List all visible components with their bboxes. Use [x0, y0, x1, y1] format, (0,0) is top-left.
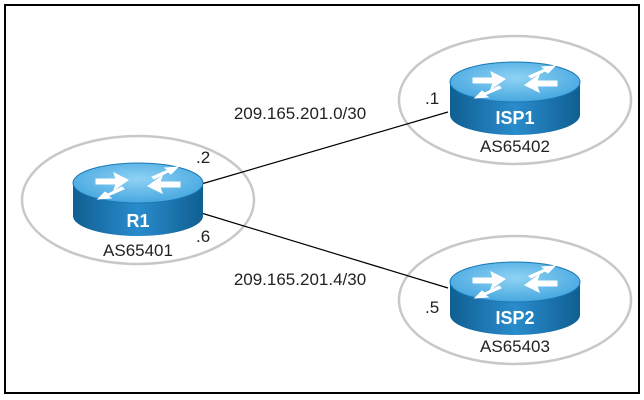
subnet-label-link2: 209.165.201.4/30 — [234, 270, 366, 289]
as-label-isp2: AS65403 — [480, 337, 550, 356]
as-boundary-isp2 — [397, 234, 633, 366]
router-icon-r1[interactable]: R1 — [72, 162, 204, 237]
host-label-r1-link2: .6 — [196, 227, 210, 246]
as-label-isp1: AS65402 — [480, 137, 550, 156]
host-label-r1-link1: .2 — [196, 148, 210, 167]
router-label-r1: R1 — [126, 211, 149, 231]
as-label-r1: AS65401 — [103, 241, 173, 260]
subnet-label-link1: 209.165.201.0/30 — [234, 104, 366, 123]
router-label-isp2: ISP2 — [495, 308, 534, 328]
router-label-isp1: ISP1 — [495, 108, 534, 128]
link-r1-isp1 — [197, 111, 449, 186]
host-label-isp2: .5 — [425, 298, 439, 317]
as-boundary-r1 — [20, 134, 256, 266]
router-icon-isp2[interactable]: ISP2 — [449, 261, 581, 336]
diagram-frame — [4, 4, 640, 394]
as-boundary-isp1 — [397, 34, 633, 166]
link-r1-isp2 — [197, 211, 449, 289]
router-icon-isp1[interactable]: ISP1 — [449, 61, 581, 136]
host-label-isp1: .1 — [425, 89, 439, 108]
